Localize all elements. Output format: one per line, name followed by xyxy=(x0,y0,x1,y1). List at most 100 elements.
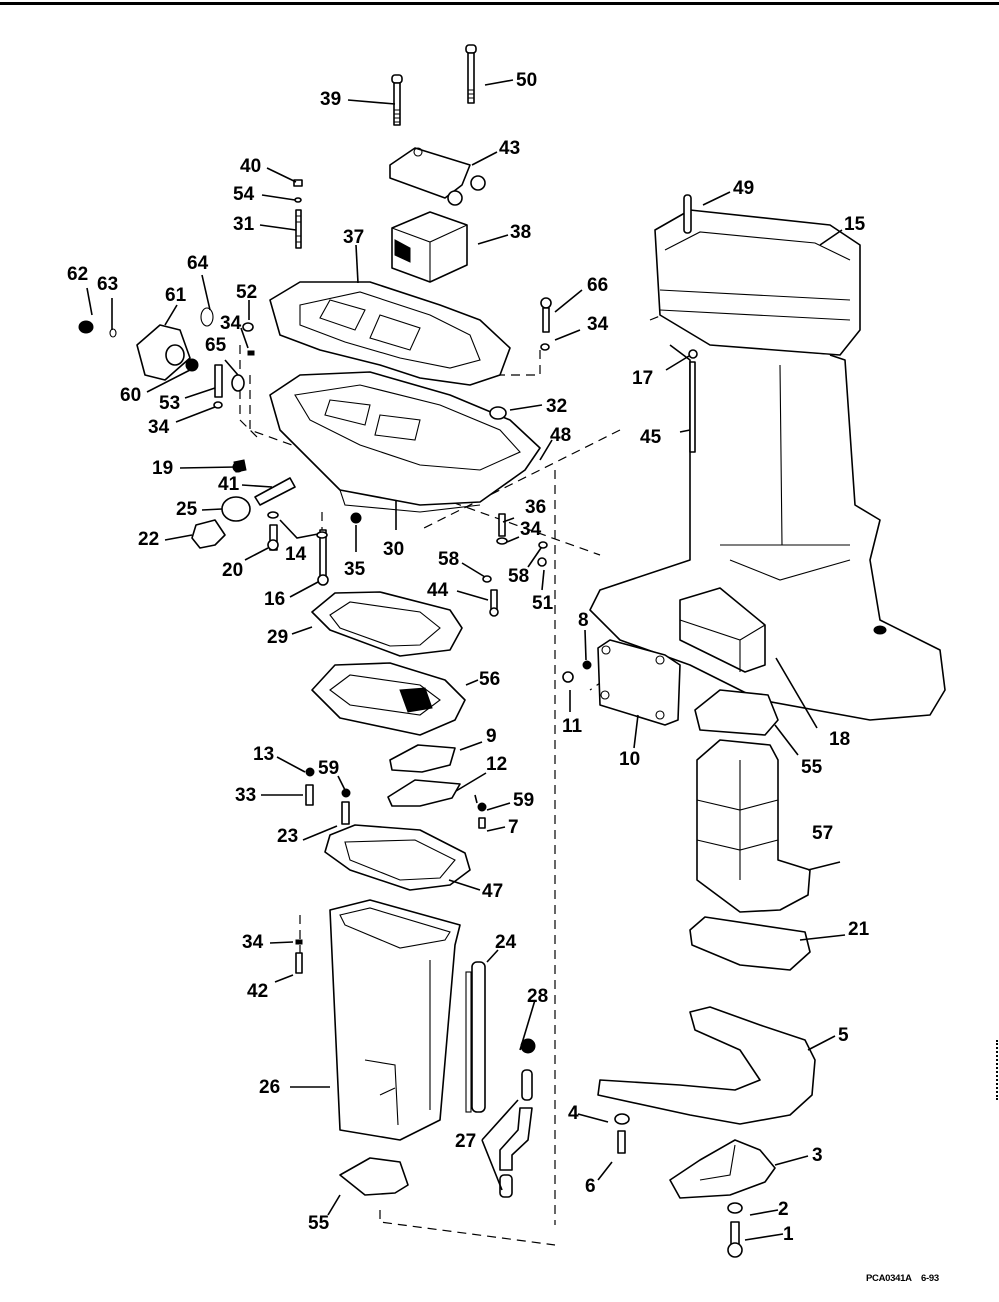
o-ring-63 xyxy=(109,328,117,338)
screw-6 xyxy=(617,1130,626,1154)
callout-44: 44 xyxy=(427,580,449,601)
callout-40: 40 xyxy=(240,156,262,177)
callout-5: 5 xyxy=(838,1025,849,1046)
callout-12: 12 xyxy=(486,754,508,775)
callout-63: 63 xyxy=(97,274,119,295)
callout-7: 7 xyxy=(508,817,519,838)
water-fitting-61 xyxy=(136,324,191,381)
callout-52: 52 xyxy=(236,282,258,303)
callout-66: 66 xyxy=(587,275,609,296)
callout-35: 35 xyxy=(344,559,366,580)
bracket-3 xyxy=(669,1139,776,1199)
seal-55-upper xyxy=(694,689,779,736)
callout-49: 49 xyxy=(733,178,755,199)
callout-41: 41 xyxy=(218,474,240,495)
callout-17: 17 xyxy=(632,368,654,389)
callout-14: 14 xyxy=(285,544,307,565)
callout-34-right: 34 xyxy=(587,314,609,335)
callout-58-right: 58 xyxy=(508,566,530,587)
callout-47: 47 xyxy=(482,881,504,902)
callout-59-right: 59 xyxy=(513,790,535,811)
callout-57: 57 xyxy=(812,823,834,844)
nut-62 xyxy=(78,320,94,334)
adapter-plate-30 xyxy=(269,371,541,513)
bolt-39 xyxy=(391,74,403,126)
callout-38: 38 xyxy=(510,222,532,243)
callout-32: 32 xyxy=(546,396,568,417)
exhaust-tube-26 xyxy=(329,899,461,1141)
callout-9: 9 xyxy=(486,726,497,747)
callout-33: 33 xyxy=(235,785,257,806)
plate-5 xyxy=(597,1006,816,1125)
callout-16: 16 xyxy=(264,589,286,610)
callout-39: 39 xyxy=(320,89,342,110)
callout-13: 13 xyxy=(253,744,275,765)
callout-51: 51 xyxy=(532,593,554,614)
o-ring-64 xyxy=(200,307,214,327)
washer-4 xyxy=(614,1113,630,1125)
gasket-21 xyxy=(689,916,811,971)
gasket-37 xyxy=(269,281,511,386)
callout-55-lower: 55 xyxy=(308,1213,330,1234)
bolt-1 xyxy=(727,1221,743,1258)
callout-18: 18 xyxy=(829,729,851,750)
gasket-12 xyxy=(387,779,461,807)
callout-64-left: 64 xyxy=(187,253,209,274)
stud-31 xyxy=(295,209,302,249)
exhaust-housing-57 xyxy=(696,739,811,913)
callout-29: 29 xyxy=(267,627,289,648)
gasket-55-lower xyxy=(339,1157,409,1196)
plate-56 xyxy=(311,662,466,736)
callout-2: 2 xyxy=(778,1199,789,1220)
edge-scan-mark xyxy=(996,1040,999,1100)
callout-10: 10 xyxy=(619,749,641,770)
washer-25 xyxy=(221,496,251,522)
cover-10 xyxy=(597,639,681,726)
callout-3: 3 xyxy=(812,1145,823,1166)
drawing-reference-code: PCA0341A 6-93 xyxy=(866,1273,939,1284)
hose-27 xyxy=(499,1069,533,1198)
cap-22 xyxy=(191,519,226,549)
gasket-29 xyxy=(311,591,463,657)
grommet-60 xyxy=(185,358,199,372)
callout-56: 56 xyxy=(479,669,501,690)
callout-19: 19 xyxy=(152,458,174,479)
callout-60: 60 xyxy=(120,385,142,406)
revision-date: 6-93 xyxy=(921,1273,939,1284)
leader-lines xyxy=(86,79,846,1241)
callout-8: 8 xyxy=(578,610,589,631)
callout-23: 23 xyxy=(277,826,299,847)
callout-4: 4 xyxy=(568,1103,579,1124)
callout-34-upper-left: 34 xyxy=(220,313,242,334)
callout-37: 37 xyxy=(343,227,365,248)
callout-31: 31 xyxy=(233,214,255,235)
callout-48: 48 xyxy=(550,425,572,446)
component-38 xyxy=(391,211,468,283)
callout-43: 43 xyxy=(499,138,521,159)
callout-20: 20 xyxy=(222,560,244,581)
callout-11: 11 xyxy=(562,716,583,737)
callout-54: 54 xyxy=(233,184,255,205)
washer-2 xyxy=(727,1202,743,1214)
callout-6: 6 xyxy=(585,1176,596,1197)
callout-53: 53 xyxy=(159,393,181,414)
stud-45 xyxy=(688,349,698,453)
gasket-9 xyxy=(389,744,456,773)
nut-40 xyxy=(293,179,303,187)
drive-shaft-housing-15 xyxy=(589,209,946,721)
callout-50: 50 xyxy=(516,70,538,91)
tube-41 xyxy=(254,477,296,506)
callout-45: 45 xyxy=(640,427,662,448)
callout-36: 36 xyxy=(525,497,547,518)
callout-27: 27 xyxy=(455,1131,477,1152)
callout-15: 15 xyxy=(844,214,866,235)
callout-34-left: 34 xyxy=(148,417,170,438)
mount-18 xyxy=(679,587,766,673)
fitting-19 xyxy=(233,459,247,473)
callout-61: 61 xyxy=(165,285,187,306)
callout-30: 30 xyxy=(383,539,405,560)
reference-code: PCA0341A xyxy=(866,1273,912,1284)
callout-25: 25 xyxy=(176,499,198,520)
washer-54 xyxy=(294,197,302,203)
